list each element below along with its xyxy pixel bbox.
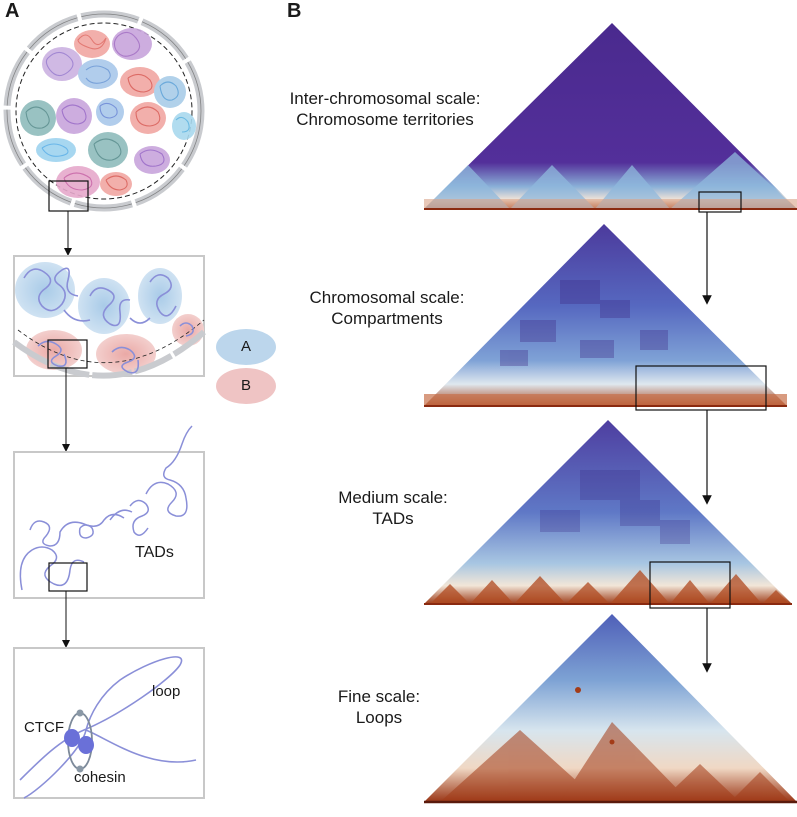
nucleus [3, 10, 205, 212]
legend-b-label: B [240, 377, 251, 394]
scale-medium-line2: TADs [372, 509, 414, 528]
scale-label-chromosomal: Chromosomal scale: Compartments [272, 287, 502, 329]
legend-a-swatch [216, 329, 276, 365]
heatmap3-zoom-box [649, 561, 731, 609]
compartment-nuclear-envelope [12, 319, 206, 379]
nucleus-chromatin-squiggles [25, 31, 190, 191]
heatmap2-zoom-box [635, 365, 767, 411]
scale-medium-line1: Medium scale: [338, 488, 448, 507]
tads-zoom-box [48, 562, 88, 592]
panel-a-letter: A [5, 0, 20, 22]
scale-inter-line1: Inter-chromosomal scale: [289, 89, 481, 108]
heatmap1-zoom-box [698, 191, 742, 213]
scale-inter-line2: Chromosome territories [296, 110, 474, 129]
heatmap-chromosomal [424, 224, 787, 407]
tads-label: TADs [135, 544, 174, 561]
cohesin-label: cohesin [74, 769, 126, 786]
scale-fine-line2: Loops [355, 708, 403, 727]
scale-label-inter: Inter-chromosomal scale: Chromosome terr… [270, 88, 500, 130]
scale-fine-line1: Fine scale: [337, 687, 421, 706]
loop-label: loop [152, 683, 181, 700]
scale-label-medium: Medium scale: TADs [278, 487, 508, 529]
scale-label-fine: Fine scale: Loops [264, 686, 494, 728]
heatmap-medium [424, 420, 792, 605]
scale-chromosomal-line2: Compartments [331, 309, 443, 328]
inset-tads [13, 451, 205, 599]
ctcf-protein [64, 729, 94, 754]
compartment-zoom-box [47, 339, 88, 369]
panel-b-letter: B [287, 0, 302, 22]
ctcf-label: CTCF [24, 719, 64, 736]
compartment-chromatin [23, 267, 194, 374]
legend-a-label: A [240, 338, 251, 355]
tads-chromatin [19, 425, 193, 591]
heatmap-inter-chromosomal [424, 23, 797, 210]
legend-b-swatch [216, 368, 276, 404]
heatmap-fine [424, 614, 797, 804]
scale-chromosomal-line1: Chromosomal scale: [309, 288, 465, 307]
